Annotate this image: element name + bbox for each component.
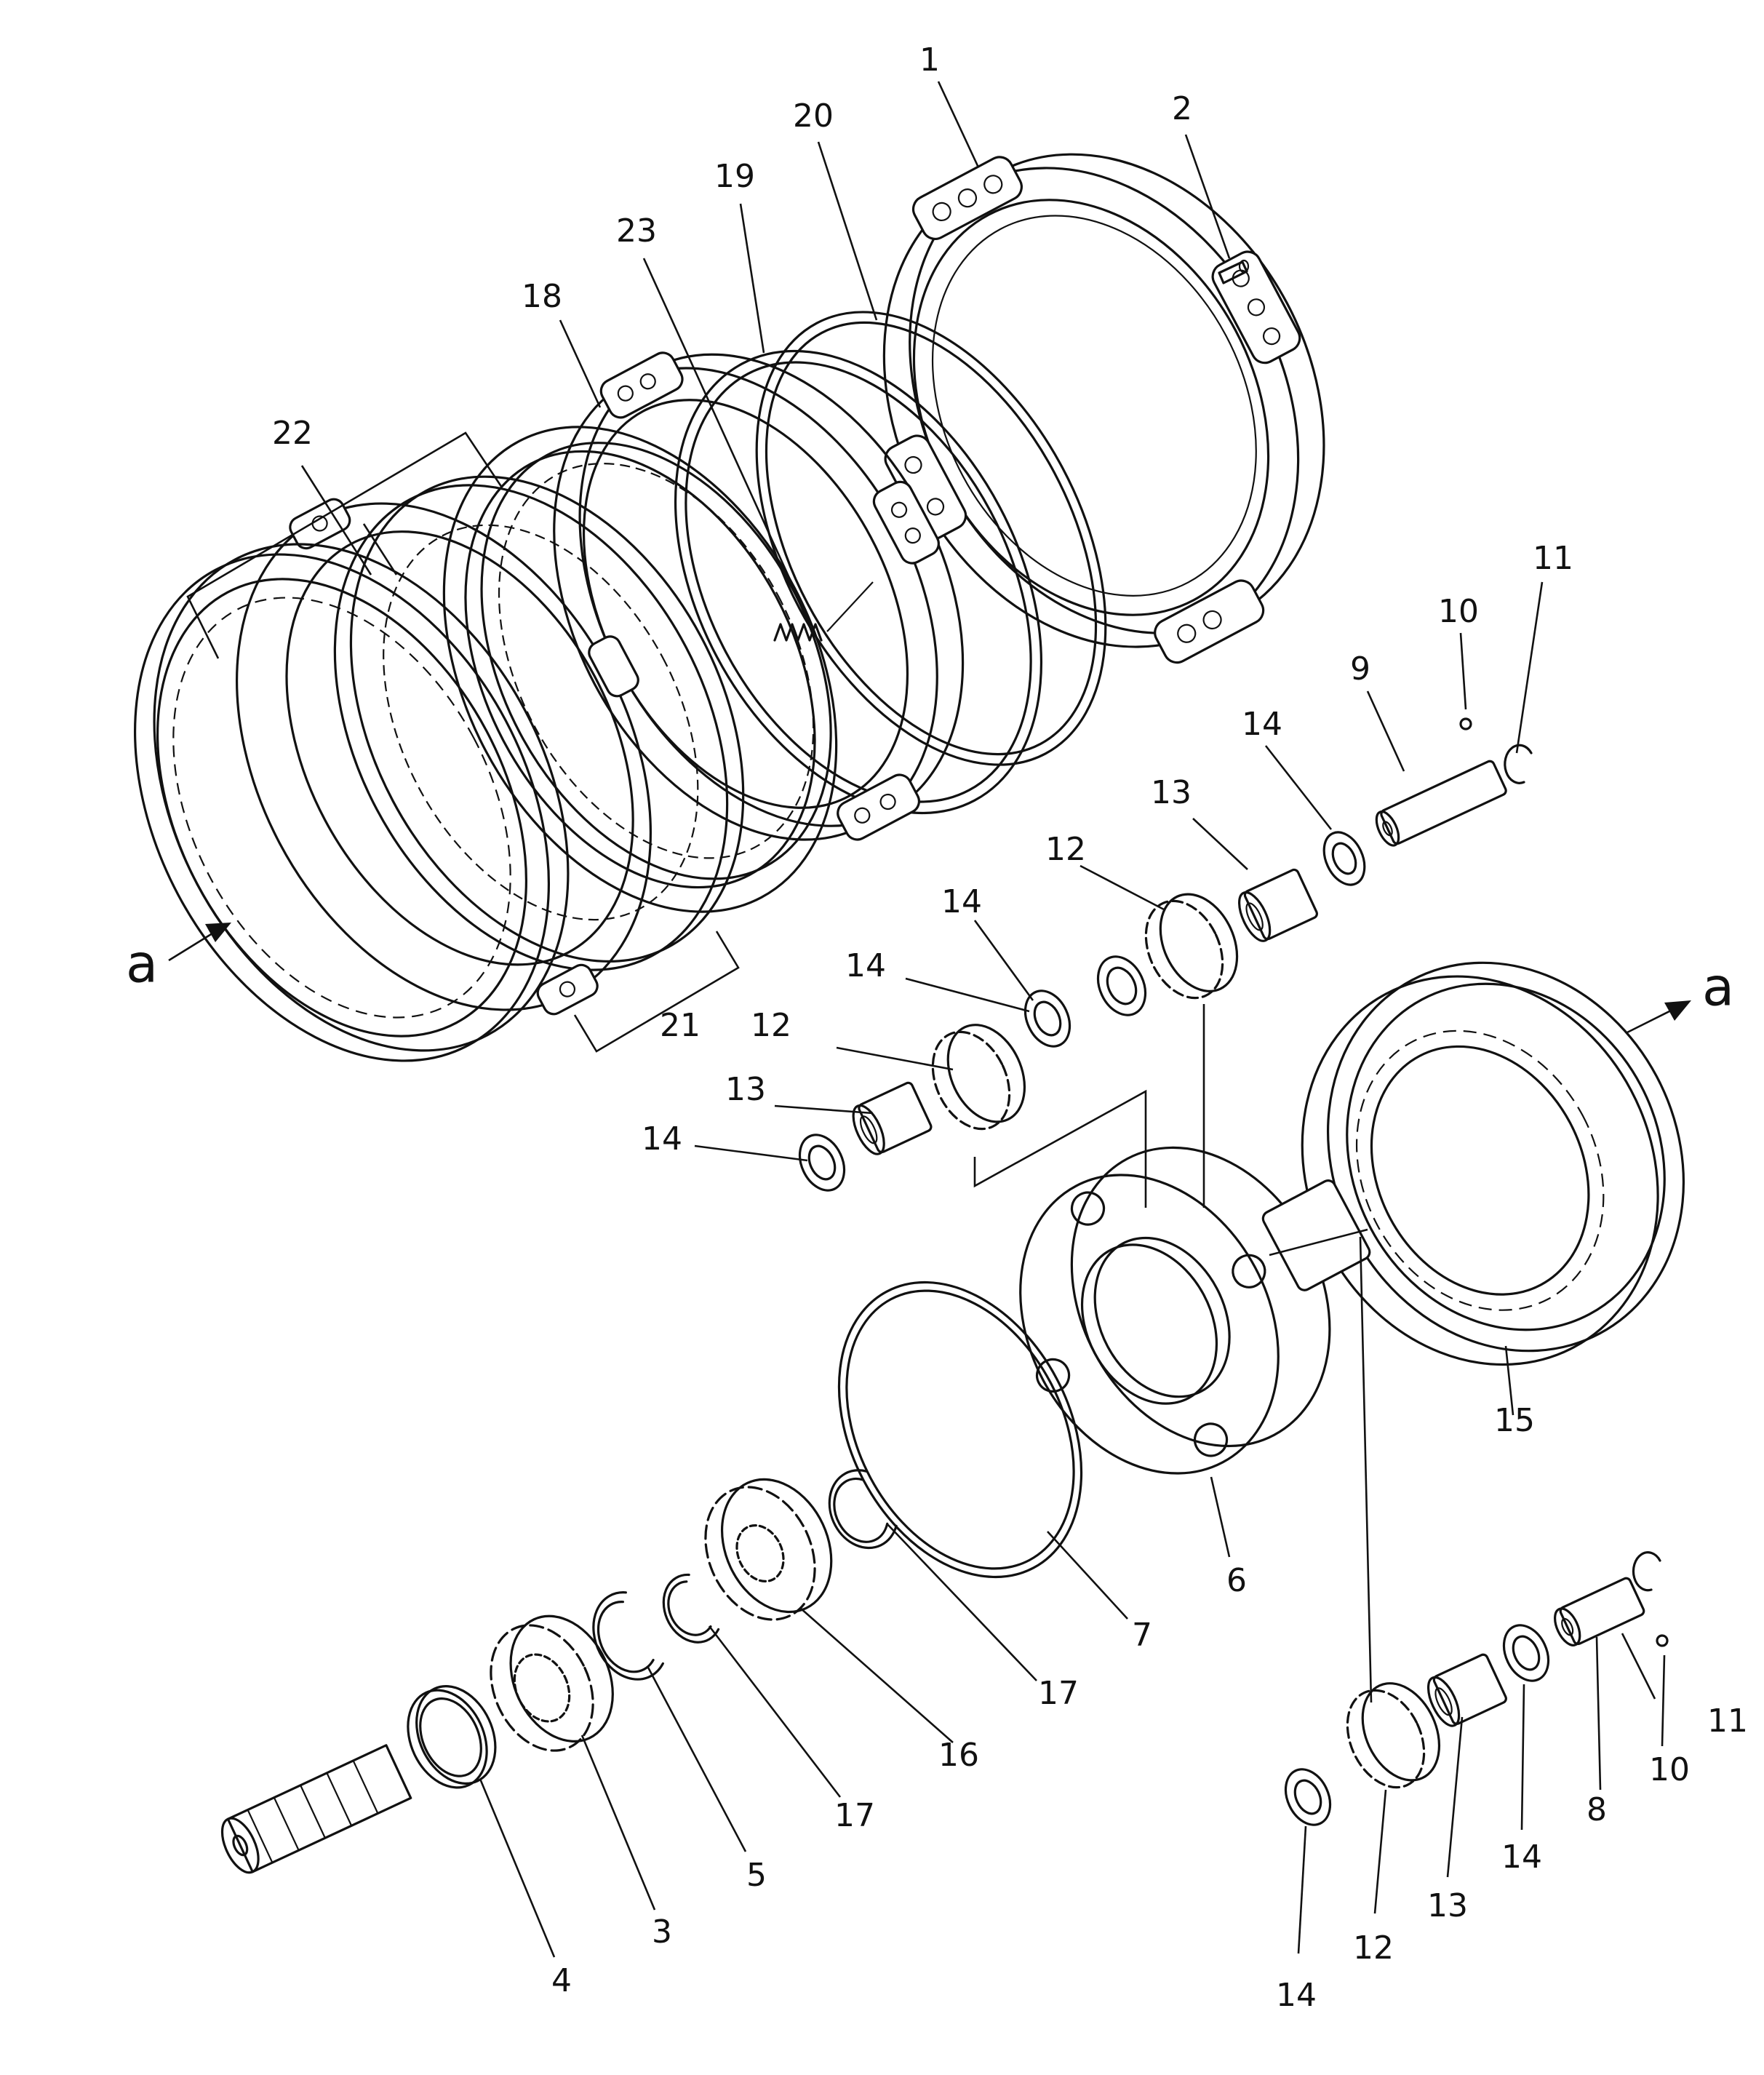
label-10-top: 10 bbox=[1438, 593, 1479, 630]
label-22: 22 bbox=[272, 415, 313, 452]
label-14-c: 14 bbox=[845, 947, 886, 984]
label-13-b: 13 bbox=[725, 1071, 766, 1108]
label-12-a: 12 bbox=[1045, 831, 1086, 868]
bracket-21 bbox=[573, 931, 740, 1053]
label-19: 19 bbox=[714, 158, 755, 195]
part-4-ring bbox=[407, 1685, 497, 1789]
upper-planet-gear-set bbox=[1096, 717, 1533, 1016]
part-2-pin bbox=[1218, 259, 1250, 284]
label-16: 16 bbox=[938, 1737, 979, 1774]
label-20: 20 bbox=[793, 97, 834, 135]
label-12-b: 12 bbox=[751, 1007, 791, 1044]
part-16-sun-gear bbox=[704, 1478, 833, 1621]
part-18-piston-plate bbox=[553, 351, 965, 841]
part-15-ring-gear bbox=[1301, 961, 1685, 1366]
part-21-clutch-discs bbox=[333, 426, 838, 971]
label-4: 4 bbox=[551, 1962, 572, 1999]
label-11-top: 11 bbox=[1533, 540, 1573, 577]
part-6-planet-carrier bbox=[1019, 1146, 1371, 1475]
part-22-front-disc bbox=[134, 543, 570, 1062]
bracket-22 bbox=[186, 431, 503, 659]
shaft bbox=[220, 1744, 412, 1874]
part-1-clutch-housing bbox=[882, 153, 1325, 664]
label-14-e: 14 bbox=[1501, 1839, 1542, 1876]
label-11-bottom: 11 bbox=[1707, 1702, 1748, 1740]
label-14-b: 14 bbox=[941, 883, 982, 920]
label-14-d: 14 bbox=[642, 1120, 682, 1158]
label-14-f: 14 bbox=[1276, 1977, 1317, 2014]
leader-lines bbox=[300, 81, 1666, 1958]
label-6: 6 bbox=[1226, 1562, 1247, 1599]
part-20-seal-ring bbox=[755, 311, 1107, 766]
part-17-snap-ring-upper bbox=[828, 1469, 898, 1550]
label-17-b: 17 bbox=[834, 1797, 875, 1834]
part-17-snap-ring-lower bbox=[662, 1573, 720, 1644]
label-3: 3 bbox=[652, 1913, 672, 1951]
label-13-a: 13 bbox=[1151, 774, 1192, 811]
middle-planet-gear-set bbox=[798, 989, 1071, 1192]
part-3-gear bbox=[490, 1614, 614, 1752]
label-5: 5 bbox=[746, 1857, 767, 1894]
label-9: 9 bbox=[1350, 650, 1370, 688]
label-10-bottom: 10 bbox=[1649, 1751, 1690, 1788]
part-7-snap-ring bbox=[837, 1281, 1083, 1579]
arrow-right-a: a bbox=[1625, 957, 1734, 1035]
label-13-c: 13 bbox=[1427, 1887, 1468, 1924]
lower-planet-gear-set bbox=[1284, 1551, 1669, 1826]
label-7: 7 bbox=[1132, 1617, 1152, 1654]
label-23: 23 bbox=[616, 212, 657, 250]
arrow-label-right: a bbox=[1702, 957, 1734, 1018]
label-8: 8 bbox=[1587, 1791, 1607, 1828]
label-18: 18 bbox=[522, 278, 562, 315]
label-15: 15 bbox=[1494, 1402, 1535, 1439]
arrow-left-a: a bbox=[126, 923, 231, 995]
label-12-c: 12 bbox=[1353, 1929, 1394, 1967]
part-19-seal-ring bbox=[674, 349, 1043, 815]
part-number-labels: 1 2 20 19 23 18 22 11 10 9 14 13 12 14 1… bbox=[272, 41, 1748, 2014]
part-22-clutch-plates bbox=[236, 498, 652, 1016]
arrow-label-left: a bbox=[126, 933, 158, 995]
label-21: 21 bbox=[660, 1007, 701, 1044]
label-17-a: 17 bbox=[1038, 1675, 1079, 1712]
label-1: 1 bbox=[919, 41, 940, 79]
label-2: 2 bbox=[1172, 90, 1192, 127]
part-5-snap-ring bbox=[592, 1591, 664, 1681]
label-14-a: 14 bbox=[1242, 706, 1282, 743]
